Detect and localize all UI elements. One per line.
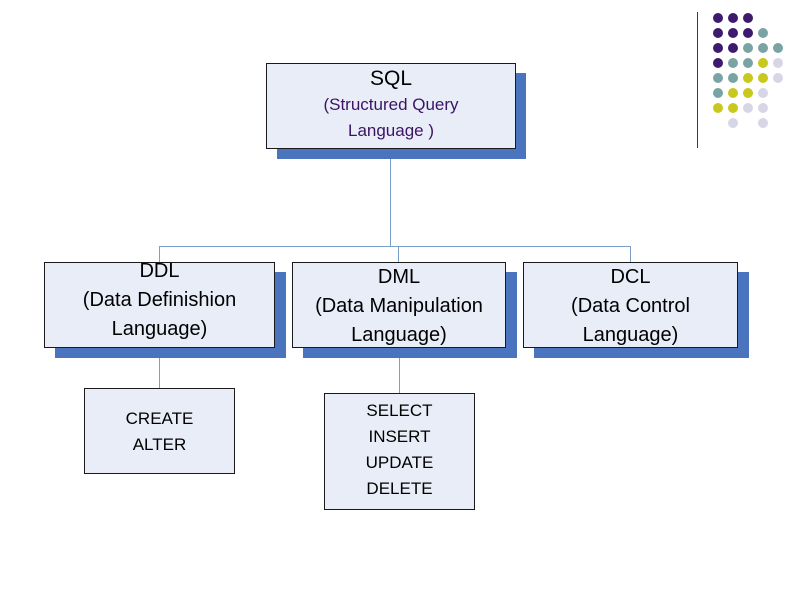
decorative-dot [758, 58, 768, 68]
decorative-dot [713, 13, 723, 23]
decorative-dot [758, 28, 768, 38]
decorative-dot [743, 103, 753, 113]
ddl-command-alter: ALTER [132, 435, 187, 454]
connector-root-down [390, 148, 391, 246]
dml-commands-node: SELECT INSERT UPDATE DELETE [324, 393, 475, 510]
ddl-title: DDL [139, 260, 180, 282]
decorative-dot [758, 88, 768, 98]
decorative-dot [728, 13, 738, 23]
dml-command-delete: DELETE [366, 479, 433, 498]
decorative-dot [713, 103, 723, 113]
decorative-dot [758, 103, 768, 113]
ddl-line3: Language) [111, 318, 208, 340]
connector-to-dcl [630, 246, 631, 263]
dml-line3: Language) [351, 324, 447, 346]
dml-command-update: UPDATE [365, 453, 434, 472]
ddl-command-create: CREATE [125, 409, 194, 428]
decorative-dot [758, 73, 768, 83]
decorative-dot [758, 118, 768, 128]
root-subtitle-line1: (Structured Query [323, 95, 459, 114]
connector-to-dml [398, 246, 399, 263]
decorative-dot [743, 58, 753, 68]
dml-line2: (Data Manipulation [315, 295, 483, 317]
dcl-line2: (Data Control [571, 295, 690, 317]
decorative-dot [713, 73, 723, 83]
dml-node: DML (Data Manipulation Language) [292, 262, 506, 348]
decorative-dot [743, 13, 753, 23]
decorative-dot [773, 73, 783, 83]
decorative-dot [713, 43, 723, 53]
connector-ddl-to-leaf [159, 348, 160, 388]
root-subtitle-line2: Language ) [347, 121, 435, 140]
decorative-dot [713, 58, 723, 68]
root-node-sql: SQL (Structured Query Language ) [266, 63, 516, 149]
decorative-dot [773, 43, 783, 53]
root-title: SQL [369, 67, 413, 90]
decorative-dot [728, 103, 738, 113]
decorative-dot [728, 43, 738, 53]
decorative-dot [743, 43, 753, 53]
decorative-dot [728, 88, 738, 98]
decorative-dot [728, 118, 738, 128]
decorative-dot [728, 28, 738, 38]
connector-horizontal [159, 246, 631, 247]
decorative-dot [743, 88, 753, 98]
dml-command-select: SELECT [366, 401, 433, 420]
ddl-node: DDL (Data Definishion Language) [44, 260, 275, 348]
decorative-dot [728, 58, 738, 68]
ddl-commands-node: CREATE ALTER [84, 388, 235, 474]
dml-title: DML [377, 266, 421, 288]
decorative-dot [728, 73, 738, 83]
decorative-dot [758, 43, 768, 53]
dcl-title: DCL [610, 266, 651, 288]
decorative-dot [713, 88, 723, 98]
dml-command-insert: INSERT [368, 427, 431, 446]
dcl-node: DCL (Data Control Language) [523, 262, 738, 348]
connector-to-ddl [159, 246, 160, 263]
decorative-dot [743, 73, 753, 83]
decorative-dot [773, 58, 783, 68]
connector-dml-to-leaf [399, 348, 400, 393]
decorative-dot [713, 28, 723, 38]
dcl-line3: Language) [582, 324, 679, 346]
decorative-vertical-rule [697, 12, 698, 148]
ddl-line2: (Data Definishion [82, 289, 237, 311]
decorative-dot [743, 28, 753, 38]
